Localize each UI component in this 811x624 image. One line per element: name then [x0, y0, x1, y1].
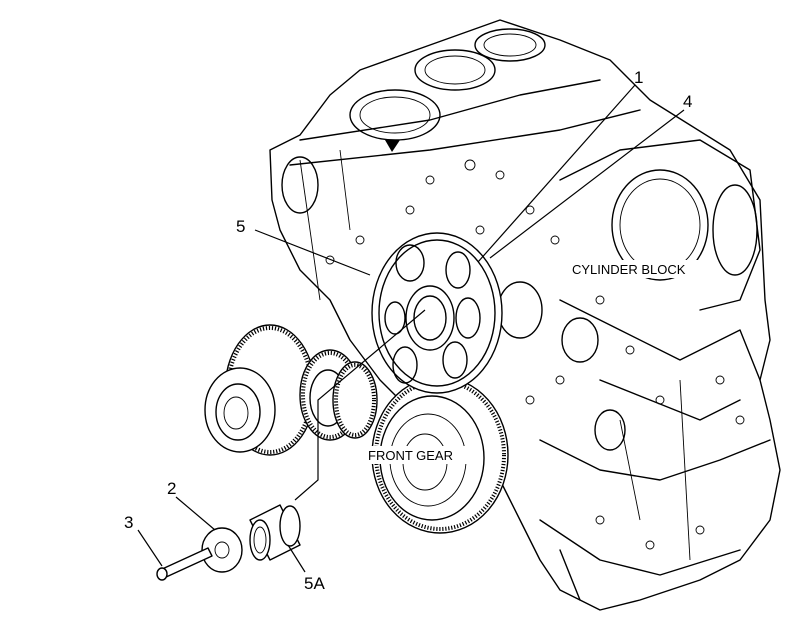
leader-5	[254, 229, 371, 276]
cylinder-block-label: CYLINDER BLOCK	[572, 262, 686, 277]
leader-4	[489, 109, 685, 259]
cylinder-block-drawing	[269, 19, 781, 611]
callout-1: 1	[634, 68, 643, 87]
leader-1	[477, 84, 636, 263]
callout-4: 4	[683, 92, 692, 111]
callout-2: 2	[167, 479, 176, 498]
callout-3: 3	[124, 513, 133, 532]
gear-pump-assembly-drawing	[204, 324, 378, 456]
leader-3	[137, 529, 163, 567]
part-3-bolt	[156, 547, 213, 581]
callout-5a: 5A	[304, 574, 325, 593]
part-5-gear-plate	[371, 232, 503, 394]
leader-2	[175, 496, 216, 531]
callout-5: 5	[236, 217, 245, 236]
front-gear-label: FRONT GEAR	[368, 448, 453, 463]
leader-5a	[287, 544, 306, 573]
part-5a-collar	[249, 504, 301, 561]
leader-shaft	[294, 309, 426, 501]
leader-lines	[137, 84, 685, 573]
